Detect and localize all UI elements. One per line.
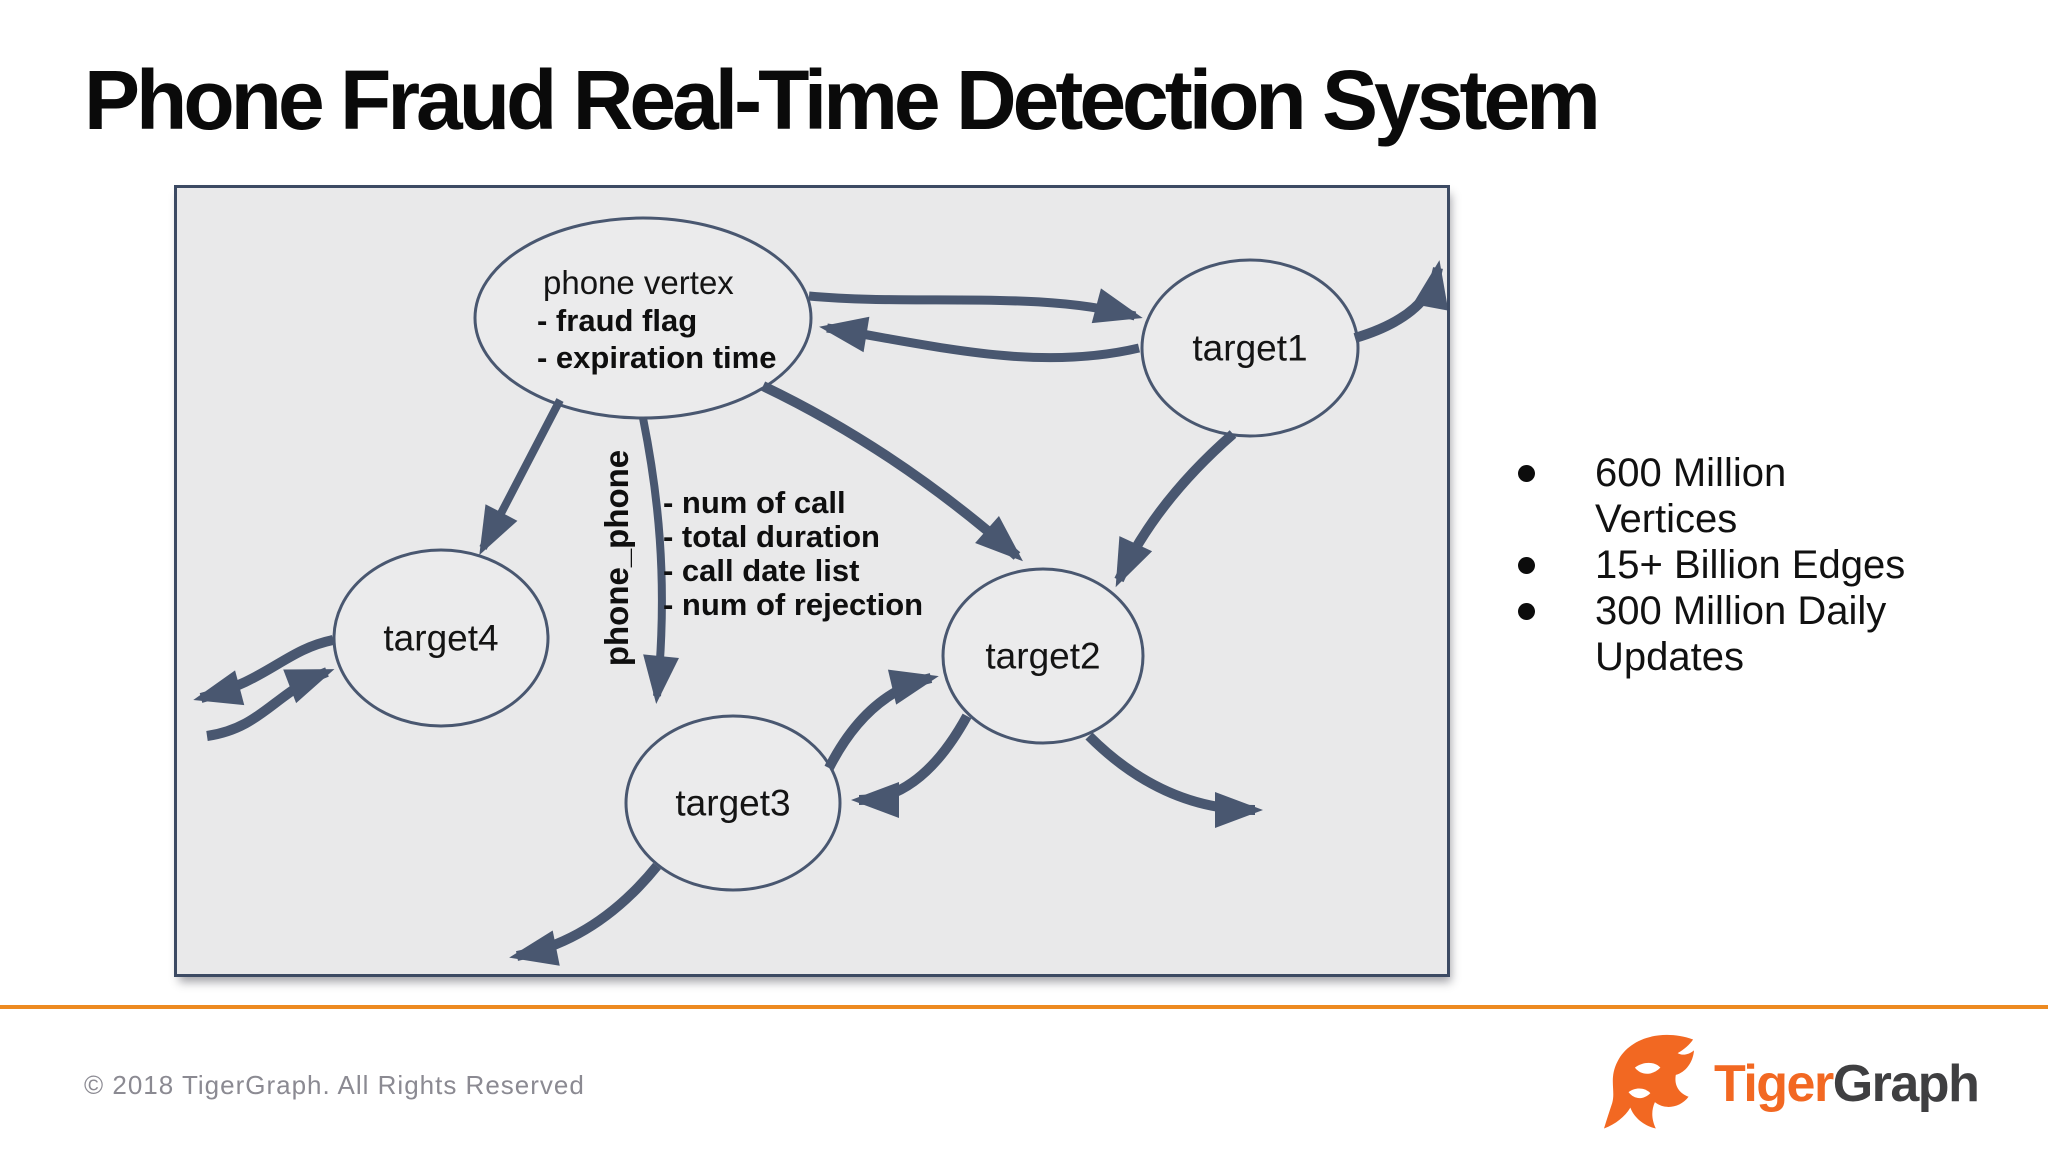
stat-item-updates: 300 Million Daily Updates: [1504, 588, 1974, 680]
edge-target1-outbound: [1353, 260, 1447, 343]
edge-target1-to-phone: [819, 316, 1141, 363]
stats-list: 600 Million Vertices 15+ Billion Edges 3…: [1504, 450, 1974, 680]
bullet-dot: [1518, 603, 1535, 620]
edge-target2-to-target3: [851, 713, 972, 818]
edge-phone-to-target1: [808, 288, 1143, 324]
phone-vertex-attr-expiration-time: - expiration time: [537, 340, 776, 375]
edge-target4-inbound: [206, 667, 335, 741]
stat-text: 15+ Billion Edges: [1595, 543, 1906, 587]
target4-label: target4: [383, 618, 498, 659]
target2-label: target2: [985, 636, 1100, 677]
edge-target3-outbound: [509, 862, 661, 966]
diagram-panel: phone vertex - fraud flag - expiration t…: [174, 185, 1450, 977]
stat-item-edges: 15+ Billion Edges: [1504, 542, 1974, 588]
edge-target1-to-target2: [1114, 430, 1237, 588]
node-target3: [624, 714, 842, 892]
page-title: Phone Fraud Real-Time Detection System: [84, 53, 1601, 147]
edge-attr-call-date-list: - call date list: [663, 553, 859, 588]
wordmark-graph: Graph: [1832, 1055, 1980, 1113]
edge-target2-outbound: [1085, 732, 1263, 828]
edge-attr-num-of-call: - num of call: [663, 485, 846, 520]
accent-divider: [0, 1005, 2048, 1009]
node-target4: [332, 548, 550, 728]
graph-diagram: phone vertex - fraud flag - expiration t…: [193, 216, 1447, 966]
node-target1: [1140, 258, 1360, 438]
edge-phone-to-target2: [760, 381, 1023, 562]
phone-vertex-label: phone vertex: [543, 264, 734, 301]
phone-vertex-attr-fraud-flag: - fraud flag: [537, 303, 697, 338]
copyright-text: © 2018 TigerGraph. All Rights Reserved: [84, 1070, 585, 1100]
tigergraph-wordmark: TigerGraph: [1714, 1054, 1980, 1114]
edge-phone-phone-label: phone_phone: [598, 450, 635, 666]
edge-attr-total-duration: - total duration: [663, 519, 880, 554]
target1-label: target1: [1192, 328, 1307, 369]
bullet-dot: [1518, 465, 1535, 482]
edge-target3-to-target2: [824, 669, 939, 771]
node-target2: [941, 567, 1145, 745]
edge-phone-to-target4: [479, 398, 564, 556]
edge-phone-to-target3-phone-phone: [639, 417, 679, 704]
stat-text: 600 Million Vertices: [1595, 451, 1787, 541]
stat-text: 300 Million Daily Updates: [1595, 589, 1887, 679]
wordmark-tiger: Tiger: [1714, 1055, 1834, 1113]
edge-attr-num-of-rejection: - num of rejection: [663, 587, 923, 622]
target3-label: target3: [675, 783, 790, 824]
edge-target4-outbound: [193, 635, 335, 706]
tigergraph-logo: TigerGraph: [1604, 1034, 1980, 1134]
bullet-dot: [1518, 557, 1535, 574]
stat-item-vertices: 600 Million Vertices: [1504, 450, 1974, 542]
tiger-icon: [1604, 1034, 1694, 1129]
